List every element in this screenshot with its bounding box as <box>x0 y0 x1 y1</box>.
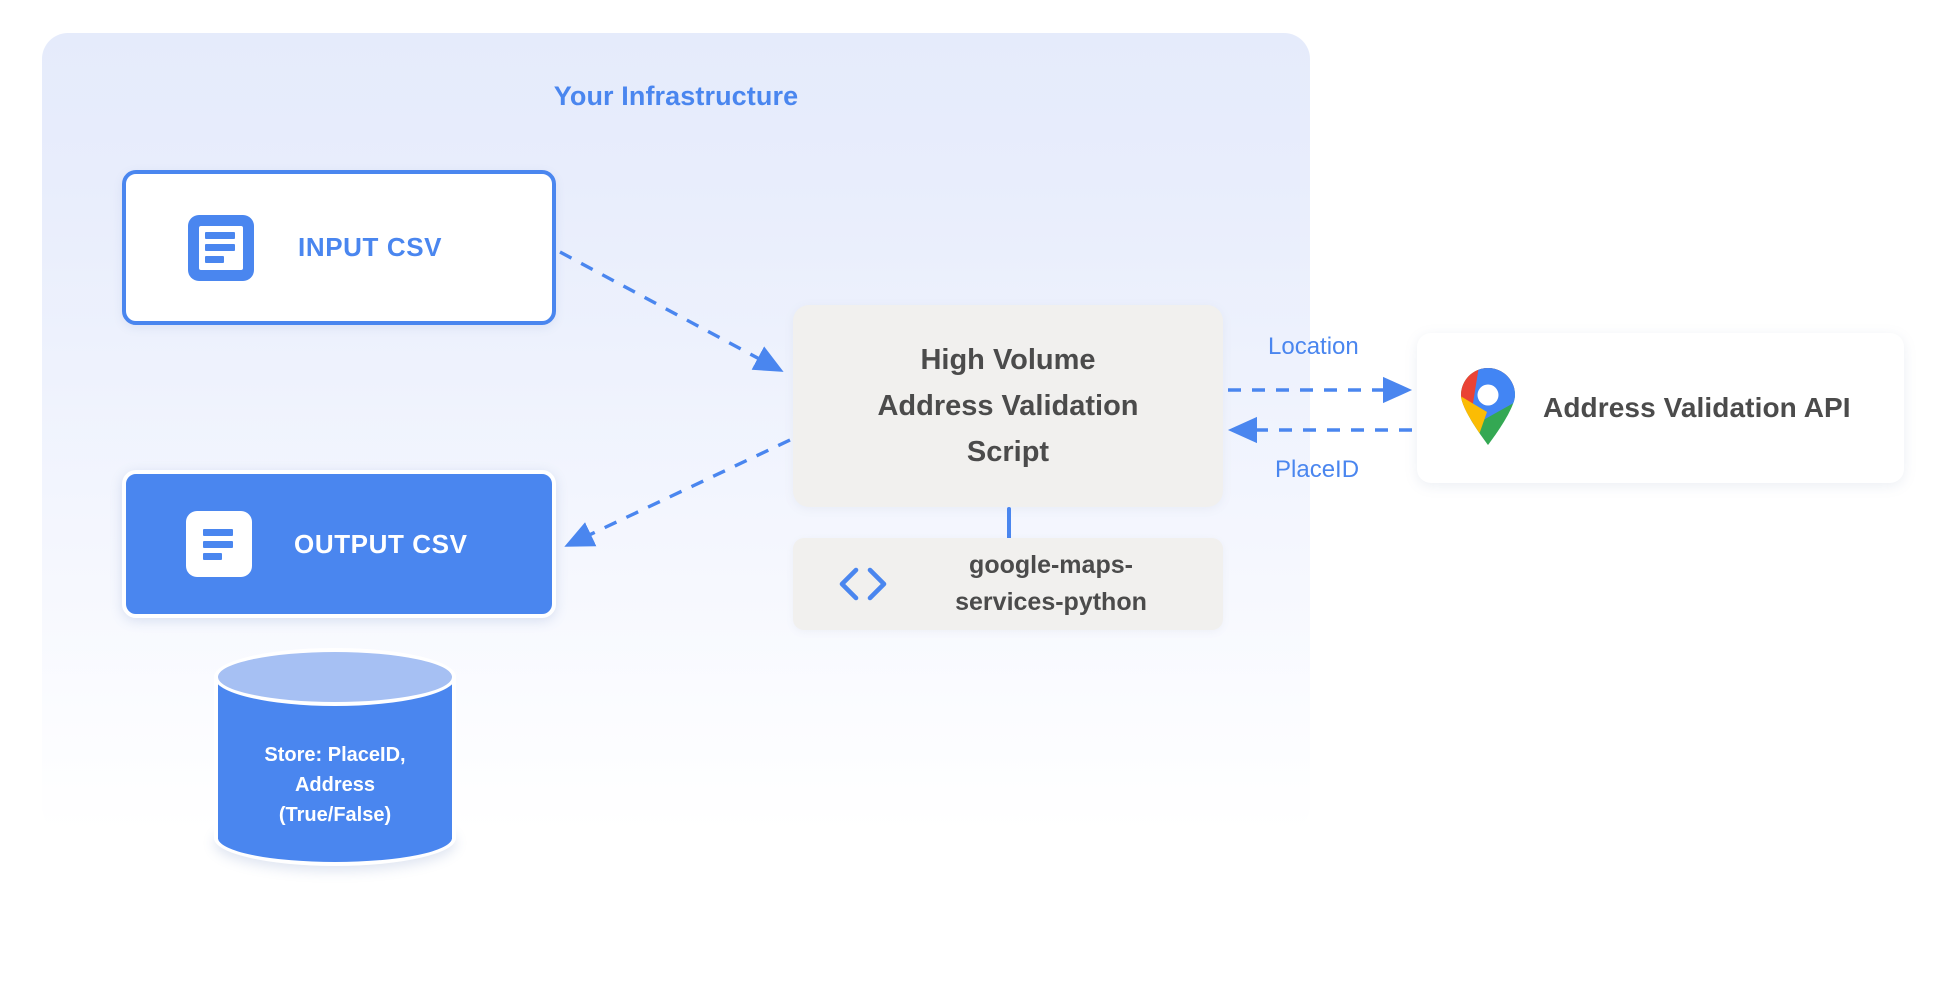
node-datastore[interactable]: Store: PlaceID, Address (True/False) <box>214 648 456 866</box>
document-icon <box>186 511 252 577</box>
edge-label-placeid: PlaceID <box>1275 456 1360 483</box>
script-label-line2: Address Validation <box>877 390 1139 422</box>
api-label: Address Validation API <box>1543 392 1851 423</box>
google-maps-pin-icon <box>1457 366 1519 451</box>
datastore-label-line1: Store: PlaceID, <box>264 744 406 766</box>
datastore-label: Store: PlaceID, Address (True/False) <box>214 740 456 830</box>
node-client-library[interactable]: google-maps- services-python <box>793 538 1223 630</box>
node-validation-script[interactable]: High Volume Address Validation Script <box>793 305 1223 507</box>
library-label-line1: google-maps- <box>969 551 1133 579</box>
datastore-label-line3: (True/False) <box>278 804 392 826</box>
script-label-line1: High Volume <box>920 344 1096 376</box>
output-csv-label: OUTPUT CSV <box>294 528 468 559</box>
document-icon <box>188 214 254 281</box>
datastore-label-line2: Address <box>294 774 376 796</box>
edge-label-location: Location <box>1268 333 1359 360</box>
node-address-validation-api[interactable]: Address Validation API <box>1417 333 1904 483</box>
panel-title: Your Infrastructure <box>553 81 799 111</box>
node-output-csv[interactable]: OUTPUT CSV <box>122 470 556 618</box>
cylinder-top <box>214 648 456 706</box>
code-brackets-icon <box>835 567 891 601</box>
script-label-line3: Script <box>966 436 1050 468</box>
library-label-line2: services-python <box>955 588 1147 616</box>
node-input-csv[interactable]: INPUT CSV <box>122 170 556 325</box>
input-csv-label: INPUT CSV <box>298 232 443 262</box>
script-library-connector <box>1007 507 1011 540</box>
script-label: High Volume Address Validation Script <box>877 337 1138 475</box>
library-label: google-maps- services-python <box>905 547 1223 621</box>
